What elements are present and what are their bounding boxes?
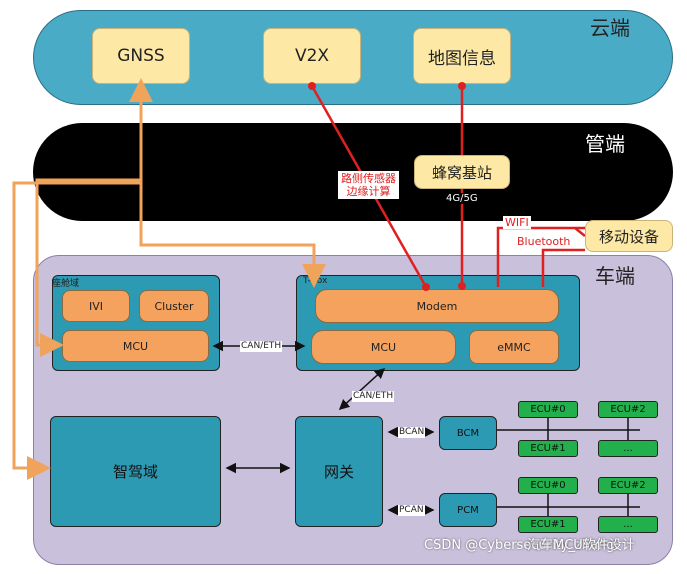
gnss-to-cockpit-line [35,178,141,357]
cluster-box: Cluster [139,290,209,322]
roadside-label: 路侧传感器 边缘计算 [338,171,399,199]
ecu-top-0: ECU#0 [518,401,578,418]
can-eth-label-1: CAN/ETH [240,341,283,352]
gateway-box: 网关 [295,416,383,527]
gnss-to-adas-line [12,181,141,480]
cockpit-domain-title: 座舱域 [52,279,80,289]
bluetooth-line [541,248,585,287]
cloud-zone-label: 云端 [590,16,630,40]
gnss-lines [12,78,326,480]
roadside-label-line2: 边缘计算 [346,185,391,198]
watermark-secondary: 汽车MCU软件设计 [527,538,635,553]
roadside-label-line1: 路侧传感器 [341,172,396,185]
map-dot [458,82,466,90]
tbox-mcu-box: MCU [311,330,456,364]
wifi-label: WIFI [503,216,531,229]
can-eth-label-2: CAN/ETH [352,391,395,402]
watermark-csdn: CSDN @Cybersecurity_zhang [424,538,615,553]
ivi-box: IVI [62,290,130,322]
black-connectors [212,340,640,516]
mobile-device-box: 移动设备 [585,220,673,252]
ecu-bottom-ellipsis: ... [598,516,658,533]
modem-map-dot [458,282,466,290]
vehicle-zone-label: 车端 [595,264,635,288]
ecu-top-2: ECU#2 [598,401,658,418]
network-label: 4G/5G [446,193,478,204]
pcm-box: PCM [439,493,497,527]
bcm-box: BCM [439,416,497,450]
bcan-bus-drops [547,418,629,440]
adas-domain-box: 智驾域 [50,416,221,527]
emmc-box: eMMC [469,330,559,364]
modem-v2x-dot [422,283,430,291]
wifi-line [496,226,585,287]
watermark: CSDN @Cybersecurity_zhang [424,538,615,553]
wifi-connector [574,227,586,237]
cockpit-mcu-box: MCU [62,330,209,362]
red-dots [308,82,466,291]
tbox-gateway-link [338,367,386,411]
map-info-box: 地图信息 [413,28,511,84]
gnss-to-tbox-line [139,91,326,288]
modem-box: Modem [315,289,559,323]
ecu-bottom-2: ECU#2 [598,477,658,494]
pipe-zone-label: 管端 [585,132,625,156]
bluetooth-label: Bluetooth [517,235,571,248]
v2x-dot [308,82,316,90]
ecu-bottom-0: ECU#0 [518,477,578,494]
pcan-label: PCAN [398,505,425,516]
pcan-bus-drops [547,494,629,516]
base-station-box: 蜂窝基站 [414,155,510,189]
ecu-bottom-1: ECU#1 [518,516,578,533]
v2x-box: V2X [263,28,361,84]
bcan-label: BCAN [398,427,426,438]
ecu-top-1: ECU#1 [518,440,578,457]
ecu-top-ellipsis: ... [598,440,658,457]
